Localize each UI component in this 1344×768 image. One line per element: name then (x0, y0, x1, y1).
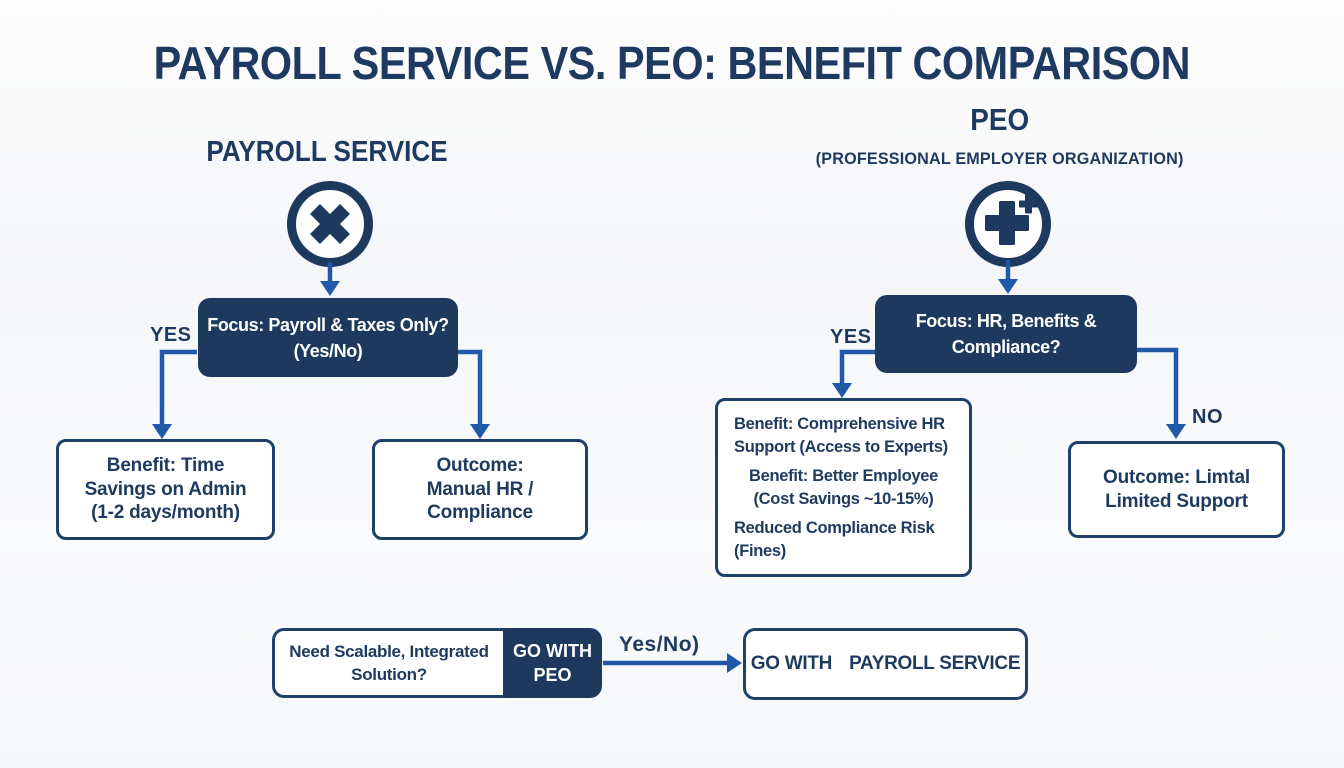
page-title: PAYROLL SERVICE VS. PEO: BENEFIT COMPARI… (153, 37, 1191, 89)
peo-heading: PEO (970, 102, 1030, 137)
arrowhead-left-yes (152, 424, 172, 439)
left-outcome-line1: Outcome: (436, 455, 524, 477)
arrowhead-right-yes (832, 383, 852, 398)
arrow-left-no-branch (456, 349, 483, 426)
right-outcome-line2: Limited Support (1105, 490, 1248, 512)
left-benefit-line1: Benefit: Time (106, 455, 225, 477)
bottom-question-text: Need Scalable, Integrated Solution? (272, 628, 503, 698)
arrowhead-bottom (727, 653, 742, 673)
right-outcome-line1: Outcome: Limtal (1103, 467, 1250, 488)
right-benefit-item3: Reduced Compliance Risk (Fines) (734, 518, 935, 560)
arrow-right-yes (839, 349, 877, 385)
left-benefit-line3: (1-2 days/month) (91, 502, 240, 524)
arrowhead-right-no (1166, 424, 1186, 439)
arrow-right-no (1135, 347, 1179, 426)
left-decision-box: Focus: Payroll & Taxes Only? (Yes/No) (198, 298, 458, 377)
left-outcome-line3: Compliance (427, 502, 533, 524)
x-circle-icon (287, 181, 373, 267)
right-yes-label: YES (830, 326, 872, 348)
payroll-service-label: PAYROLL SERVICE (849, 653, 1021, 675)
bottom-arrow-label: Yes/No) (619, 633, 700, 656)
arrowhead-right-stem (998, 279, 1018, 294)
right-decision-line1: Focus: HR, Benefits & (915, 311, 1097, 331)
arrow-left-yes (159, 349, 197, 426)
left-outcome-box: Outcome: Manual HR / Compliance (372, 439, 588, 540)
arrowhead-left-stem (320, 281, 340, 296)
right-decision-line2: Compliance? (951, 337, 1061, 357)
right-outcome-box: Outcome: Limtal Limited Support (1068, 441, 1285, 538)
arrowhead-left-no-branch (470, 424, 490, 439)
left-decision-line1: Focus: Payroll & Taxes Only? (207, 314, 449, 335)
right-benefit-item1: Benefit: Comprehensive HR Support (Acces… (734, 414, 948, 456)
right-benefit-item2: Benefit: Better Employee (Cost Savings ~… (748, 466, 938, 508)
left-decision-line2: (Yes/No) (293, 340, 363, 361)
bottom-question-box: Need Scalable, Integrated Solution? GO W… (272, 628, 602, 698)
go-with-payroll-box: GO WITH PAYROLL SERVICE (743, 628, 1028, 700)
left-benefit-box: Benefit: Time Savings on Admin (1-2 days… (56, 439, 275, 540)
peo-subheading: (PROFESSIONAL EMPLOYER ORGANIZATION) (816, 149, 1184, 168)
go-with-label: GO WITH (750, 653, 833, 675)
right-decision-box: Focus: HR, Benefits & Compliance? (875, 295, 1137, 373)
right-no-label: NO (1192, 406, 1223, 428)
left-outcome-line2: Manual HR / (426, 478, 534, 500)
go-with-peo-box: GO WITH PEO (503, 628, 602, 698)
medical-plus-circle-icon (965, 181, 1051, 267)
left-yes-label: YES (150, 324, 192, 346)
payroll-service-heading: PAYROLL SERVICE (206, 136, 448, 168)
right-benefit-box: Benefit: Comprehensive HR Support (Acces… (715, 398, 972, 577)
left-benefit-line2: Savings on Admin (84, 478, 247, 500)
